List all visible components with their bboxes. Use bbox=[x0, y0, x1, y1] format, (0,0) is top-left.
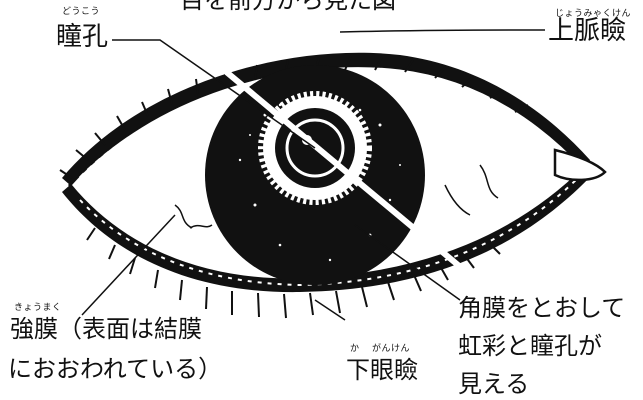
leader-cornea bbox=[354, 224, 461, 301]
upper-eyelid-furigana: じょうみゃくけん bbox=[555, 9, 632, 19]
leader-upper-eyelid bbox=[339, 29, 546, 33]
pupil-furigana: どうこう bbox=[62, 7, 101, 17]
cornea-highlight bbox=[168, 22, 472, 278]
lower-eyelid-label: 下眼瞼 bbox=[346, 356, 418, 384]
lower-eyelid-furigana-ganken: がんけん bbox=[372, 344, 411, 354]
lower-lid-band bbox=[62, 168, 592, 293]
pupil-label: 瞳孔 bbox=[56, 22, 109, 52]
leader-pupil bbox=[112, 39, 316, 149]
sclera-label-line2: におおわれている） bbox=[8, 355, 223, 383]
cornea-label-line1: 角膜をとおして bbox=[458, 294, 626, 322]
top-caption: 目を前方から見た図 bbox=[180, 0, 396, 14]
cornea-label-line2: 虹彩と瞳孔が bbox=[458, 332, 602, 360]
leader-lower-eyelid bbox=[314, 299, 346, 321]
cornea-label-line3: 見える bbox=[458, 370, 530, 398]
inner-corner bbox=[553, 148, 607, 182]
lower-eyelid-furigana-ka: か bbox=[350, 344, 360, 354]
sclera-label-line1: 強膜（表面は結膜 bbox=[10, 315, 202, 343]
leader-sclera bbox=[81, 214, 176, 316]
sclera-furigana: きょうまく bbox=[14, 303, 62, 313]
upper-eyelid-label: 上脈瞼 bbox=[548, 16, 627, 46]
upper-lid-band bbox=[62, 52, 590, 185]
sclera-vessels bbox=[174, 164, 499, 229]
lower-eyelashes bbox=[86, 227, 501, 319]
